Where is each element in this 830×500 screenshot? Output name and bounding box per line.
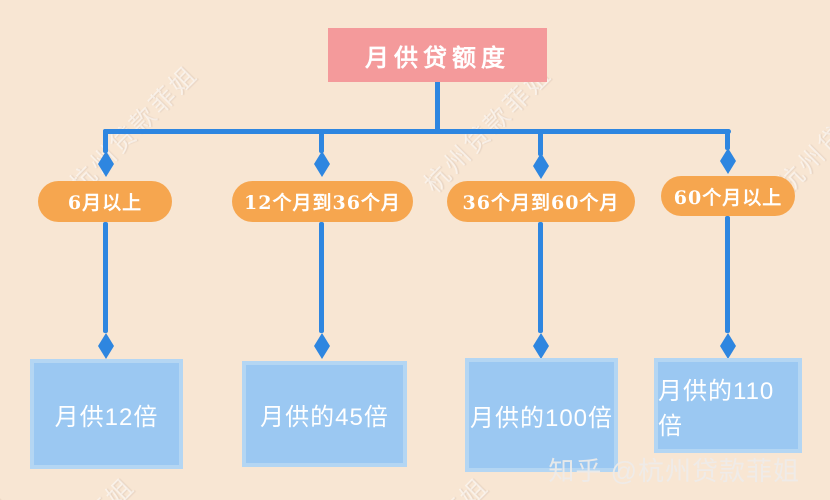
duration-node-2: 12个月到36个月 xyxy=(232,181,413,222)
background-watermark: 杭州贷款菲姐 xyxy=(64,59,204,199)
result-node-4: 月供的110倍 xyxy=(654,358,802,453)
duration-node-3: 36个月到60个月 xyxy=(447,181,635,222)
arrowhead-icon xyxy=(533,153,549,179)
connector-branch-1-lower xyxy=(103,222,108,333)
connector-branch-2-upper xyxy=(319,129,324,153)
background-watermark: 杭州贷款菲姐 xyxy=(0,468,142,500)
result-node-1: 月供12倍 xyxy=(30,359,183,469)
result-node-3: 月供的100倍 xyxy=(465,358,618,472)
connector-branch-4-lower xyxy=(725,216,730,333)
arrowhead-icon xyxy=(314,151,330,177)
arrowhead-icon xyxy=(98,151,114,177)
result-node-2: 月供的45倍 xyxy=(242,361,407,467)
background-watermark: 杭州贷款菲姐 xyxy=(352,468,496,500)
arrowhead-icon xyxy=(533,333,549,359)
connector-branch-3-lower xyxy=(538,222,543,333)
connector-horizontal-rail xyxy=(103,129,731,134)
arrowhead-icon xyxy=(720,333,736,359)
connector-branch-2-lower xyxy=(319,222,324,333)
root-node: 月供贷额度 xyxy=(328,28,547,82)
connector-branch-3-upper xyxy=(538,129,543,156)
duration-node-4: 60个月以上 xyxy=(661,176,795,216)
connector-branch-4-upper xyxy=(725,129,730,150)
connector-root-stem xyxy=(435,80,440,131)
arrowhead-icon xyxy=(720,148,736,174)
duration-node-1: 6月以上 xyxy=(38,181,172,222)
arrowhead-icon xyxy=(98,333,114,359)
arrowhead-icon xyxy=(314,333,330,359)
background-watermark: 杭州贷款菲姐 xyxy=(0,478,12,500)
connector-branch-1-upper xyxy=(103,129,108,153)
zhihu-credit: 知乎 @杭州贷款菲姐 xyxy=(548,456,800,486)
